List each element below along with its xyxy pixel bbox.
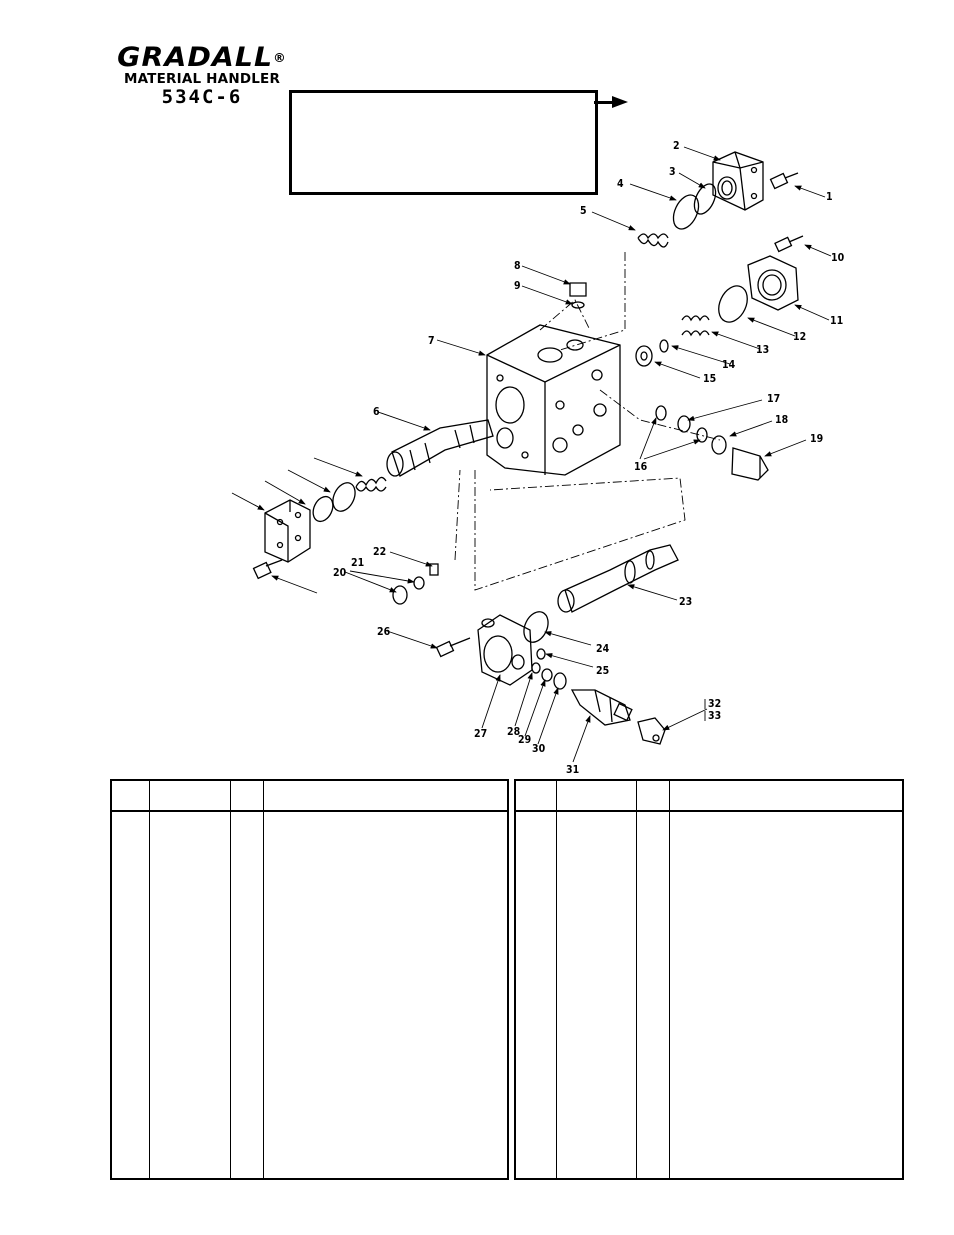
callout-33: 33 bbox=[708, 710, 721, 722]
col-description bbox=[264, 812, 507, 1178]
col-header-description bbox=[670, 781, 902, 810]
callout-29: 29 bbox=[518, 734, 531, 746]
model-number: 534C-6 bbox=[161, 86, 243, 108]
callout-3: 3 bbox=[669, 166, 676, 178]
callout-31: 31 bbox=[566, 764, 579, 776]
callout-2: 2 bbox=[673, 140, 680, 152]
callout-28: 28 bbox=[507, 726, 520, 738]
callout-20: 20 bbox=[333, 567, 347, 579]
spool-6 bbox=[386, 419, 494, 477]
callout-6: 6 bbox=[373, 406, 380, 418]
callout-12: 12 bbox=[793, 331, 806, 343]
col-item bbox=[112, 812, 150, 1178]
brand-logo: GRADALL® bbox=[108, 44, 297, 72]
callout-9: 9 bbox=[514, 280, 521, 292]
callout-25: 25 bbox=[596, 665, 609, 677]
col-qty bbox=[637, 812, 670, 1178]
flange-left bbox=[264, 499, 311, 563]
callout-4: 4 bbox=[617, 178, 624, 190]
spool-23 bbox=[557, 544, 679, 613]
flange-top-right bbox=[712, 151, 764, 211]
callout-16: 16 bbox=[634, 461, 648, 473]
callout-10: 10 bbox=[831, 252, 845, 264]
col-item bbox=[516, 812, 557, 1178]
arrow-right-icon bbox=[612, 96, 628, 108]
callout-8: 8 bbox=[514, 260, 521, 272]
brand-name: GRADALL bbox=[117, 42, 274, 73]
col-part-number bbox=[150, 812, 231, 1178]
table-body bbox=[516, 812, 902, 1178]
cover-27 bbox=[477, 614, 533, 686]
callout-5: 5 bbox=[580, 205, 587, 217]
col-header-part-number bbox=[557, 781, 637, 810]
col-header-description bbox=[264, 781, 507, 810]
callout-7: 7 bbox=[428, 335, 435, 347]
callout-32: 32 bbox=[708, 698, 721, 710]
callout-14: 14 bbox=[722, 359, 736, 371]
solenoid-31 bbox=[570, 689, 633, 726]
callout-19: 19 bbox=[810, 433, 823, 445]
parts-table-left bbox=[110, 779, 509, 1180]
col-header-item bbox=[516, 781, 557, 810]
callout-15: 15 bbox=[703, 373, 716, 385]
parts-table-right bbox=[514, 779, 904, 1180]
col-header-item bbox=[112, 781, 150, 810]
exploded-parts-diagram: 1 2 3 4 5 6 7 8 9 10 11 12 13 14 15 16 1… bbox=[231, 140, 845, 776]
callout-27: 27 bbox=[474, 728, 487, 740]
col-header-qty bbox=[637, 781, 670, 810]
callout-21: 21 bbox=[351, 557, 364, 569]
col-qty bbox=[231, 812, 264, 1178]
table-header-row bbox=[516, 781, 902, 812]
callout-23: 23 bbox=[679, 596, 692, 608]
callout-17: 17 bbox=[767, 393, 780, 405]
callout-11: 11 bbox=[830, 315, 843, 327]
col-header-qty bbox=[231, 781, 264, 810]
callout-24: 24 bbox=[596, 643, 610, 655]
cover-11 bbox=[747, 255, 799, 311]
callout-22: 22 bbox=[373, 546, 386, 558]
table-header-row bbox=[112, 781, 507, 812]
col-description bbox=[670, 812, 902, 1178]
callout-18: 18 bbox=[775, 414, 788, 426]
callout-30: 30 bbox=[532, 743, 546, 755]
brand-block: GRADALL® MATERIAL HANDLER 534C-6 bbox=[112, 44, 292, 108]
registered-mark: ® bbox=[273, 51, 287, 65]
brand-subtitle: MATERIAL HANDLER bbox=[123, 71, 281, 87]
callout-13: 13 bbox=[756, 344, 769, 356]
table-body bbox=[112, 812, 507, 1178]
title-box bbox=[289, 90, 598, 195]
col-part-number bbox=[557, 812, 637, 1178]
col-header-part-number bbox=[150, 781, 231, 810]
callout-1: 1 bbox=[826, 191, 833, 203]
valve-body-7 bbox=[486, 324, 621, 476]
title-arrow-line bbox=[594, 101, 614, 104]
callout-26: 26 bbox=[377, 626, 391, 638]
